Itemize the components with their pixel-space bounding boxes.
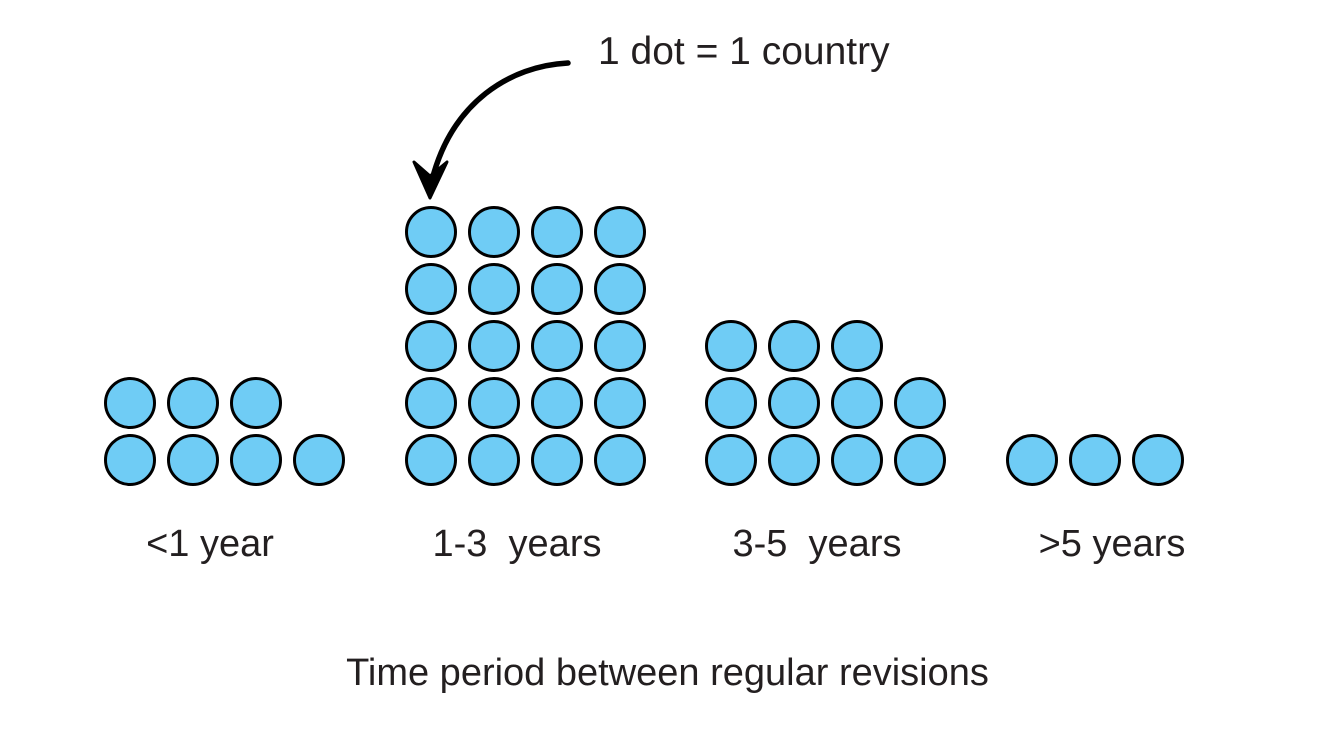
dot (705, 433, 757, 486)
category-label-gt-5-years: >5 years (1038, 523, 1186, 565)
dot (531, 376, 583, 429)
dot-row (1006, 431, 1195, 488)
dot-row (405, 317, 657, 374)
dot (468, 433, 520, 486)
dot (831, 319, 883, 372)
dot (405, 433, 457, 486)
dot (1006, 433, 1058, 486)
dot (104, 433, 156, 486)
dot (167, 433, 219, 486)
dot-row (705, 431, 957, 488)
dot (531, 262, 583, 315)
dot (405, 319, 457, 372)
annotation-arrow-icon (412, 60, 571, 200)
dot-row (405, 431, 657, 488)
dot (594, 205, 646, 258)
dot (831, 376, 883, 429)
dot (768, 376, 820, 429)
dot-group-1-3-years (405, 203, 657, 488)
dot-row (104, 431, 356, 488)
dot (705, 376, 757, 429)
dot (894, 376, 946, 429)
category-label-1-3-years: 1-3 years (432, 523, 602, 565)
dot (894, 433, 946, 486)
dot (1132, 433, 1184, 486)
dot (531, 319, 583, 372)
dot (468, 376, 520, 429)
dot-row (405, 203, 657, 260)
dot (531, 433, 583, 486)
annotation-label: 1 dot = 1 country (598, 30, 890, 73)
dot (468, 205, 520, 258)
dot (405, 262, 457, 315)
dot-group-3-5-years (705, 317, 957, 488)
dot (831, 433, 883, 486)
dot (167, 376, 219, 429)
dot-row (405, 374, 657, 431)
dot (594, 262, 646, 315)
dot (405, 376, 457, 429)
dot (531, 205, 583, 258)
dot-row (705, 374, 957, 431)
dot-group-lt-1-year (104, 374, 356, 488)
dot (1069, 433, 1121, 486)
dot (594, 433, 646, 486)
dot-row (705, 317, 894, 374)
dot (768, 433, 820, 486)
dot-row (104, 374, 293, 431)
dot-group-gt-5-years (1006, 431, 1195, 488)
dot (594, 376, 646, 429)
category-label-3-5-years: 3-5 years (732, 523, 902, 565)
dot (293, 433, 345, 486)
dot (230, 376, 282, 429)
dot-row (405, 260, 657, 317)
dot (468, 262, 520, 315)
dot (705, 319, 757, 372)
dot (594, 319, 646, 372)
dot (405, 205, 457, 258)
dot (104, 376, 156, 429)
category-label-lt-1-year: <1 year (146, 523, 274, 565)
dot (230, 433, 282, 486)
dot (768, 319, 820, 372)
axis-title: Time period between regular revisions (346, 652, 989, 694)
dot (468, 319, 520, 372)
